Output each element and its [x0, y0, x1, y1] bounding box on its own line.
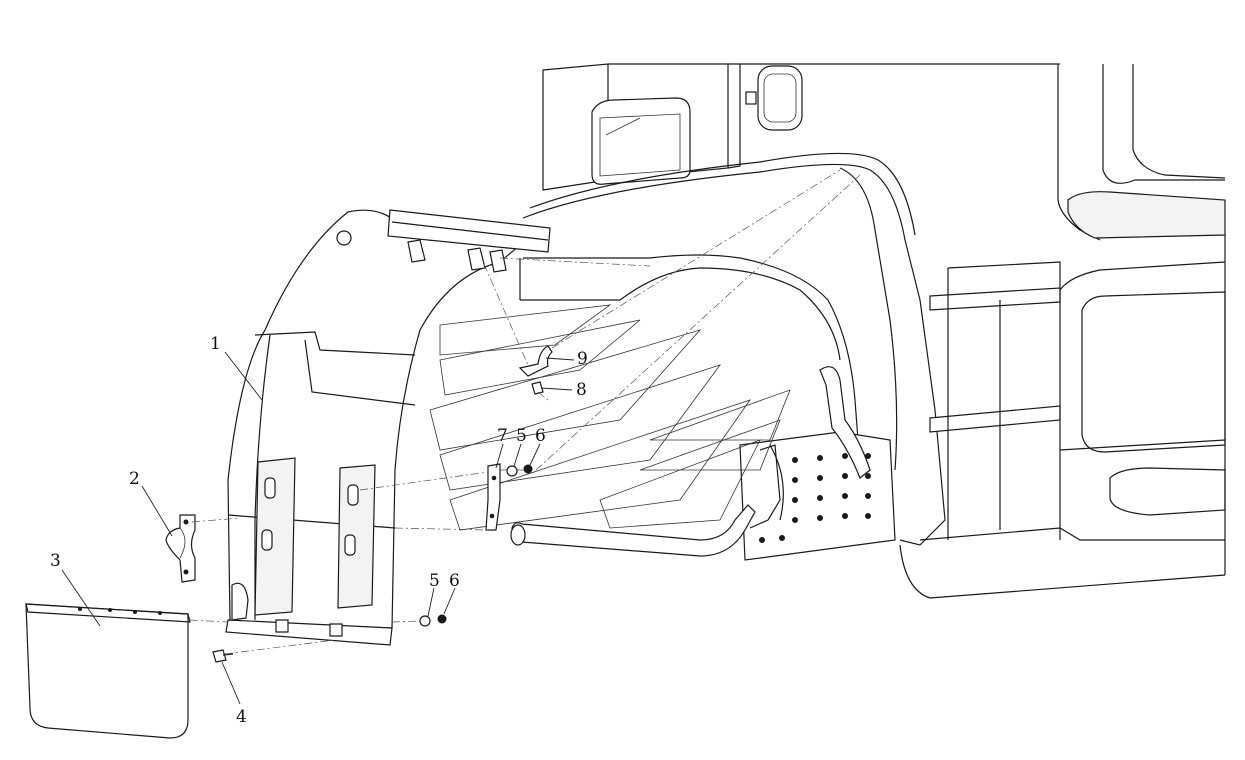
fender-phantom-outline	[429, 304, 791, 531]
callout-5-lower: 5	[429, 571, 440, 591]
clamp-part-2	[165, 514, 196, 583]
callout-labels: 1 2 3 4 5 6 7 5 6 8 9	[50, 334, 588, 727]
callout-3: 3	[50, 551, 61, 571]
exhaust-pipe	[510, 504, 756, 557]
callout-9: 9	[577, 349, 588, 369]
bracket-part-7	[485, 463, 501, 531]
callout-4: 4	[236, 707, 247, 727]
assembly-centerlines	[189, 169, 861, 655]
bolt-part-4	[212, 649, 234, 663]
callout-8: 8	[576, 380, 587, 400]
callout-5-upper: 5	[516, 426, 527, 446]
callout-6-lower: 6	[449, 571, 460, 591]
truck-cab-body	[519, 63, 1226, 599]
fender-part-1	[225, 209, 551, 646]
callout-1: 1	[210, 334, 221, 354]
mudflap-part-3	[25, 603, 191, 739]
washer-nut-parts-5-6-upper	[506, 464, 533, 477]
callout-leaders	[61, 351, 575, 705]
callout-7: 7	[497, 426, 508, 446]
screw-part-8	[531, 381, 544, 395]
callout-2: 2	[129, 469, 140, 489]
callout-6-upper: 6	[535, 426, 546, 446]
clip-part-9	[518, 345, 553, 377]
washer-nut-parts-5-6-lower	[419, 614, 447, 627]
